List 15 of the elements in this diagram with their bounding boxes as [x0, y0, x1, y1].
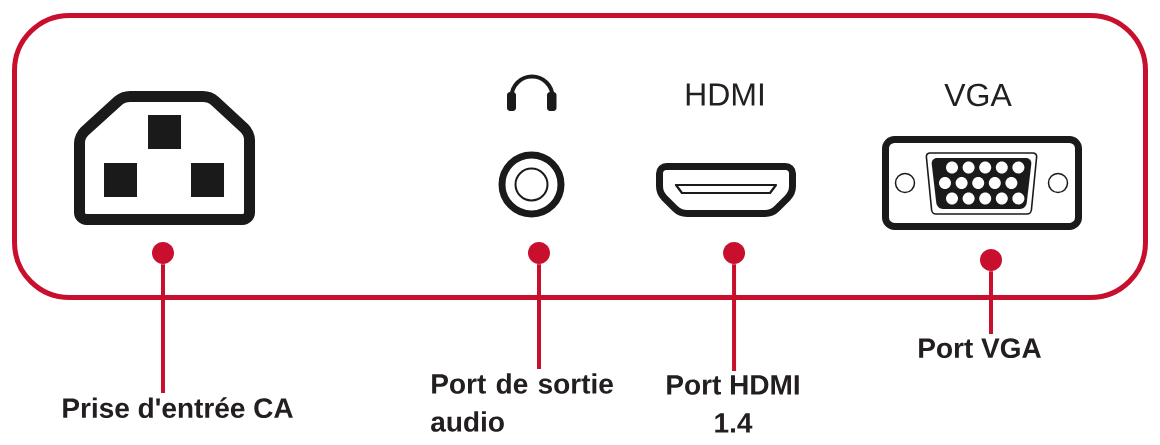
callout-label: Port de sortie audio: [431, 373, 613, 432]
leader-line: [732, 264, 737, 371]
callout-dot: [723, 242, 746, 264]
callout-label: Port VGA: [919, 338, 1041, 359]
callout-dot: [152, 242, 174, 264]
leader-line: [989, 271, 993, 334]
callout-label: Port HDMI 1.4: [667, 375, 799, 433]
rounded-panel: [12, 13, 1148, 300]
callout-dot: [528, 242, 550, 264]
callout-label: Prise d'entrée CA: [63, 397, 293, 419]
port-name: HDMI: [686, 83, 763, 106]
leader-line: [537, 264, 541, 369]
leader-line: [161, 264, 165, 393]
callout-dot: [980, 249, 1002, 271]
port-name: VGA: [944, 83, 1012, 107]
